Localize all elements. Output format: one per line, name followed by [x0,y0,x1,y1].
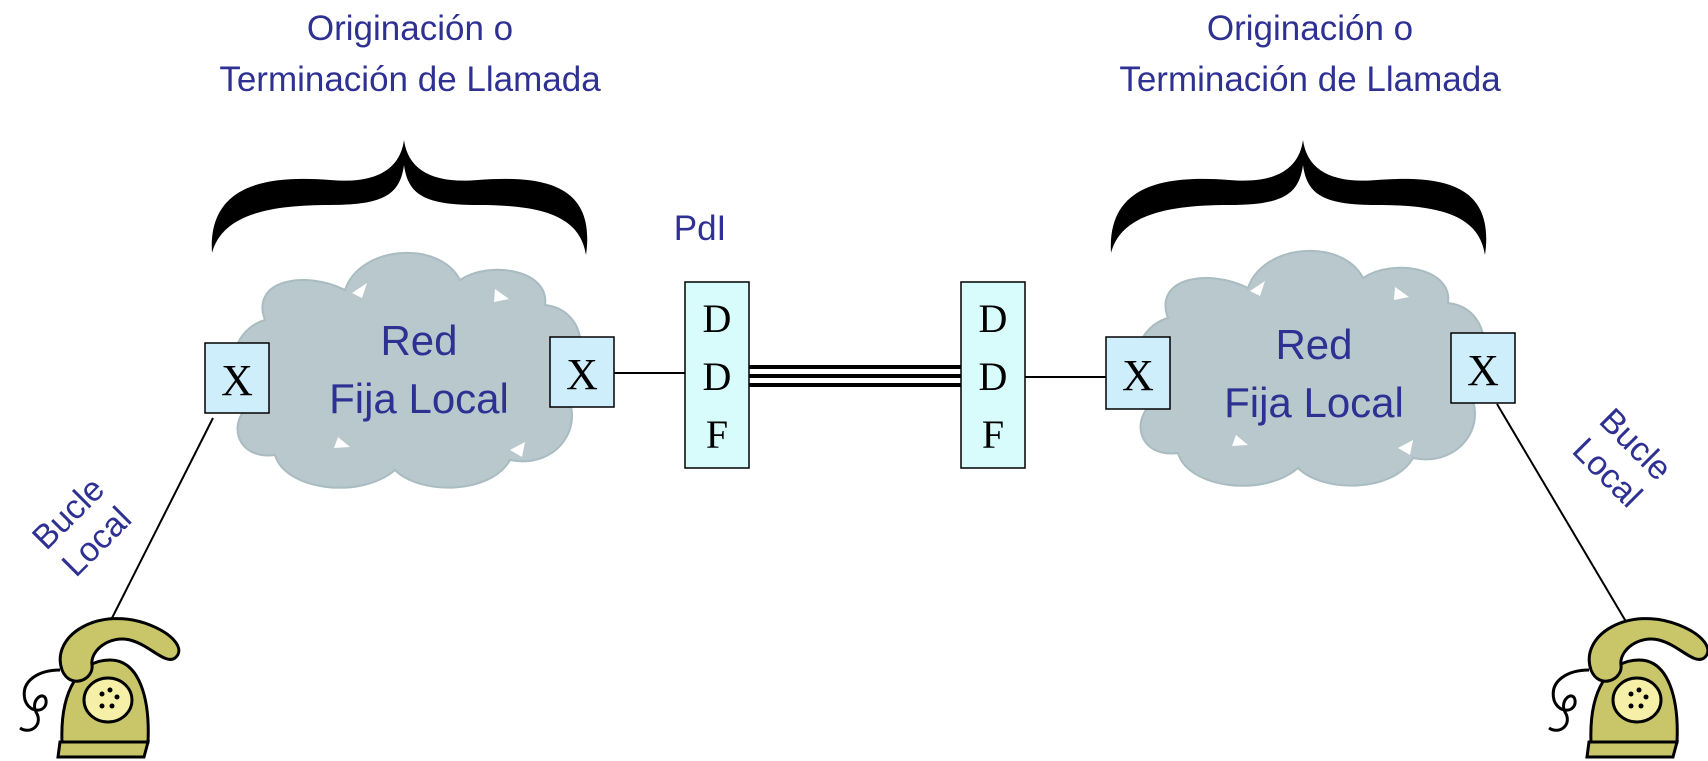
ddf-left-letter-3: F [706,412,728,457]
right-switch-b [1450,332,1516,404]
right-heading-line2: Terminación de Llamada [1119,60,1501,99]
left-switch-a-label: X [221,356,253,405]
right-switch-a [1105,336,1171,410]
left-switch-b [549,336,615,408]
left-heading-line2: Terminación de Llamada [219,60,601,99]
right-heading-line1: Originación o [1207,9,1413,48]
left-heading-line1: Originación o [307,9,513,48]
right-cloud-label-line2: Fija Local [1224,379,1404,426]
right-local-loop-line [1496,403,1629,626]
left-telephone-icon [19,617,181,759]
ddf-left [684,281,750,469]
right-switch-b-label: X [1467,346,1499,395]
left-switch-a [204,342,270,414]
right-loop-label: Bucle Local [1565,401,1679,515]
ddf-left-letter-1: D [703,296,732,341]
ddf-right-letter-1: D [979,296,1008,341]
left-local-loop-line [109,417,214,623]
right-switch-a-label: X [1122,351,1154,400]
right-cloud-highlights [1232,281,1413,455]
pdi-label: PdI [674,209,727,248]
ddf-left-letter-2: D [703,354,732,399]
ddf-right [960,281,1026,469]
left-switch-b-label: X [566,350,598,399]
left-loop-label: Bucle Local [25,470,139,584]
left-cloud-label-line2: Fija Local [329,375,509,422]
left-curly-brace [211,140,588,255]
right-curly-brace [1110,140,1487,255]
ddf-right-letter-2: D [979,354,1008,399]
left-cloud [232,251,582,489]
interconnection-trunk-lines [749,365,961,387]
right-cloud [1135,249,1485,487]
right-telephone-icon [1548,617,1708,759]
right-cloud-label-line1: Red [1275,321,1352,368]
left-cloud-highlights [334,283,525,457]
left-cloud-label-line1: Red [380,317,457,364]
ddf-right-letter-3: F [982,412,1004,457]
